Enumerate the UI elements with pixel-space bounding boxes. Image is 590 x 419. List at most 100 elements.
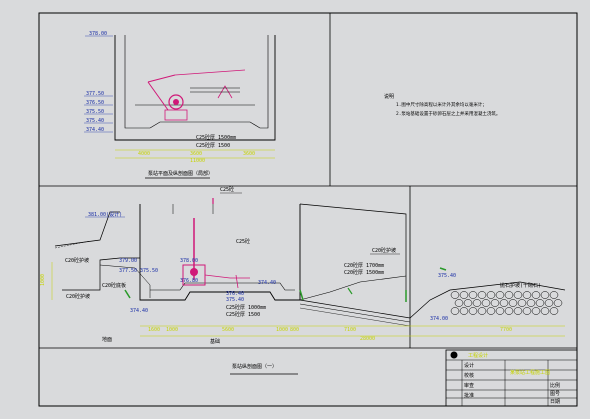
gravel-stone xyxy=(504,307,514,315)
gravel-stone xyxy=(513,307,523,315)
gravel-stone xyxy=(531,307,541,315)
gravel-label: 抛石护坡(干砌石) xyxy=(500,282,541,289)
ground-label: 地面 xyxy=(102,336,112,343)
gravel-stone xyxy=(544,299,554,307)
left-channel xyxy=(62,257,140,291)
plan-inner-wall xyxy=(124,35,269,129)
title-block-row-3: 审查 xyxy=(464,382,474,389)
plan-level-5: 374.40 xyxy=(86,127,104,133)
title-block-right-3: 日期 xyxy=(550,399,560,405)
gravel-stone xyxy=(454,299,464,307)
gravel-stone xyxy=(531,291,541,299)
title-block-right-2: 图号 xyxy=(550,391,560,397)
gravel-stone xyxy=(481,299,491,307)
plan-callout-1: C25砼厚 1500mm xyxy=(196,134,236,141)
plan-callout-2: C25砼厚 1500 xyxy=(196,142,230,149)
gravel-stone xyxy=(450,291,460,299)
title-block-logo xyxy=(450,351,458,359)
plan-level-2: 376.50 xyxy=(86,100,104,106)
outlet-channel xyxy=(299,281,566,319)
section-dim-3: 5600 xyxy=(222,327,234,333)
left-label-2: C20砼底板 xyxy=(102,282,126,289)
pump-level-2: 376.80 xyxy=(180,278,198,284)
gravel-stone xyxy=(495,291,505,299)
gravel-stone xyxy=(549,291,559,299)
pump-chamber-wall xyxy=(139,204,301,301)
section-caption: 泵站纵剖面图（一） xyxy=(232,363,277,370)
section-dim-7: 7700 xyxy=(500,327,512,333)
notes-line-2: 2.泵站基础设置于砂卵石层之上并采用混凝土浇筑。 xyxy=(396,110,500,117)
title-block-project: 某泵站工程施工图 xyxy=(510,369,550,376)
title-block-row-4: 批准 xyxy=(464,392,474,399)
chamber-label: C25砼 xyxy=(236,238,250,245)
title-block-right-1: 比例 xyxy=(550,382,560,389)
section-dim-5: 800 xyxy=(290,327,299,333)
gravel-stone xyxy=(477,291,487,299)
gravel-stone xyxy=(477,307,487,315)
sheet-border xyxy=(38,12,578,407)
gravel-stone xyxy=(490,299,500,307)
section-dim-6: 7100 xyxy=(344,327,356,333)
gravel-riprap xyxy=(450,291,563,315)
gravel-stone xyxy=(535,299,545,307)
left-label-1: C20砼护坡 xyxy=(65,257,89,264)
gravel-stone xyxy=(486,291,496,299)
gravel-stone xyxy=(486,307,496,315)
pump-unit-section xyxy=(182,218,250,289)
plan-level-1: 377.50 xyxy=(86,91,104,97)
gravel-stone xyxy=(517,299,527,307)
chamber-floor xyxy=(150,282,295,291)
far-right-level-1: 375.40 xyxy=(438,273,456,279)
title-block-row-2: 校核 xyxy=(464,372,474,379)
right-callout-1: C20砼护坡 xyxy=(372,247,396,254)
gravel-stone xyxy=(472,299,482,307)
gravel-stone xyxy=(553,299,563,307)
notes-line-1: 1.图中尺寸除高程以米计外其余均以毫米计； xyxy=(396,101,487,108)
pump-machinery-plan xyxy=(147,69,246,121)
gravel-stone xyxy=(522,291,532,299)
notes-title: 说明 xyxy=(384,93,394,100)
gravel-stone xyxy=(450,307,460,315)
gravel-stone xyxy=(508,299,518,307)
pump-level-1: 378.00 xyxy=(180,258,198,264)
right-callout-2: C20砼厚 1700mm xyxy=(344,262,384,269)
plan-caption: 泵站平面及纵剖面图（局部） xyxy=(148,170,213,177)
plan-dim-1: 4000 xyxy=(138,151,150,157)
section-view: C25砼 381.00(设计) C20砼护坡 C20砼底板 C20砼护坡 379… xyxy=(40,186,566,375)
gravel-stone xyxy=(522,307,532,315)
gravel-stone xyxy=(540,291,550,299)
gravel-stone xyxy=(499,299,509,307)
plan-dim-3: 3600 xyxy=(243,151,255,157)
upper-level-label: 381.00(设计) xyxy=(88,211,122,218)
height-dimension: 1000 xyxy=(40,274,46,286)
notes-panel: 说明 1.图中尺寸除高程以米计外其余均以毫米计； 2.泵站基础设置于砂卵石层之上… xyxy=(384,93,500,117)
pump-level-3: 374.40 xyxy=(130,308,148,314)
chamber-callout-1: C25砼厚 1000mm xyxy=(226,304,266,311)
section-total-dim: 28000 xyxy=(360,336,375,342)
left-level-1: 379.00 xyxy=(119,258,137,264)
left-level-3: 375.50 xyxy=(140,268,158,274)
gravel-stone xyxy=(549,307,559,315)
outlet-top xyxy=(299,203,407,300)
gravel-stone xyxy=(495,307,505,315)
gravel-stone xyxy=(540,307,550,315)
gravel-stone xyxy=(504,291,514,299)
outlet-slope xyxy=(299,275,407,301)
plan-level-4: 375.40 xyxy=(86,118,104,124)
gravel-stone xyxy=(468,307,478,315)
bottom-label: 基础 xyxy=(210,338,220,345)
far-right-level-2: 374.00 xyxy=(430,316,448,322)
section-dim-2: 1000 xyxy=(166,327,178,333)
right-callout-3: C20砼厚 1500mm xyxy=(344,269,384,276)
plan-dim-2: 3600 xyxy=(190,151,202,157)
left-label-3: C20砼护坡 xyxy=(66,293,90,300)
chamber-level-2: 375.40 xyxy=(226,297,244,303)
gravel-stone xyxy=(513,291,523,299)
